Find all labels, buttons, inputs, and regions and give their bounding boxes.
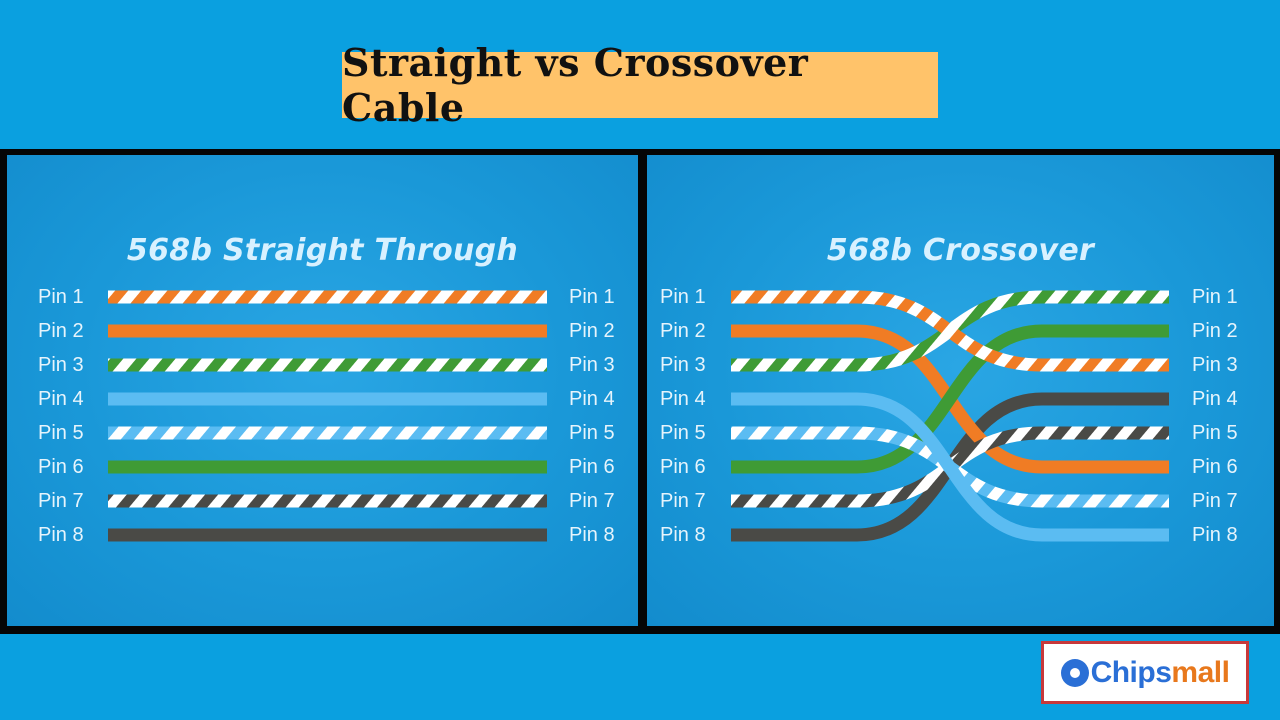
- pin-label-right-7: Pin 7: [569, 490, 615, 512]
- pin-label-right-4: Pin 4: [1192, 388, 1238, 410]
- crossover-wire-pin-1-to-3: [731, 290, 1169, 372]
- page-title: Straight vs Crossover Cable: [342, 40, 809, 130]
- straight-wires: [108, 290, 547, 542]
- pin-label-right-2: Pin 2: [569, 320, 615, 342]
- pin-label-left-5: Pin 5: [38, 422, 84, 444]
- wire-pin-4: [108, 392, 547, 406]
- wire-pin-6: [108, 460, 547, 474]
- wire-pin-8: [108, 528, 547, 542]
- pin-label-right-7: Pin 7: [1192, 490, 1238, 512]
- pin-label-right-1: Pin 1: [569, 286, 615, 308]
- wire-pin-3: [108, 358, 547, 372]
- pin-label-left-6: Pin 6: [38, 456, 84, 478]
- pin-label-right-5: Pin 5: [569, 422, 615, 444]
- pin-label-left-2: Pin 2: [38, 320, 84, 342]
- crossover-wire-pin-4-to-8: [731, 392, 1169, 542]
- pin-label-left-8: Pin 8: [38, 524, 84, 546]
- pin-label-right-2: Pin 2: [1192, 320, 1238, 342]
- pin-label-left-8: Pin 8: [660, 524, 706, 546]
- diagram-frame: 568b Straight Through Pin 1 Pin 2 Pin 3 Pin…: [0, 149, 1280, 634]
- pin-label-right-3: Pin 3: [569, 354, 615, 376]
- pin-label-left-3: Pin 3: [660, 354, 706, 376]
- chipsmall-logo: Chipsmall: [1041, 641, 1249, 704]
- pin-label-left-5: Pin 5: [660, 422, 706, 444]
- pin-label-left-7: Pin 7: [660, 490, 706, 512]
- pin-label-left-3: Pin 3: [38, 354, 84, 376]
- pin-label-right-4: Pin 4: [569, 388, 615, 410]
- pin-label-right-1: Pin 1: [1192, 286, 1238, 308]
- pin-label-right-5: Pin 5: [1192, 422, 1238, 444]
- globe-circuit-icon: [1060, 658, 1089, 687]
- pin-label-left-1: Pin 1: [38, 286, 84, 308]
- crossover-wire-pin-6-to-2: [731, 324, 1169, 474]
- pin-label-left-4: Pin 4: [38, 388, 84, 410]
- pin-label-left-2: Pin 2: [660, 320, 706, 342]
- pin-label-right-8: Pin 8: [569, 524, 615, 546]
- pin-label-right-8: Pin 8: [1192, 524, 1238, 546]
- pin-label-right-3: Pin 3: [1192, 354, 1238, 376]
- wire-pin-5: [108, 426, 547, 440]
- crossover-wires: [731, 290, 1169, 542]
- logo-text: Chipsmall: [1090, 655, 1230, 689]
- pin-label-left-6: Pin 6: [660, 456, 706, 478]
- crossover-title: 568b Crossover: [826, 233, 1095, 268]
- pin-label-right-6: Pin 6: [569, 456, 615, 478]
- pin-label-right-6: Pin 6: [1192, 456, 1238, 478]
- wire-pin-2: [108, 324, 547, 338]
- straight-through-title: 568b Straight Through: [126, 233, 519, 268]
- pin-label-left-1: Pin 1: [660, 286, 706, 308]
- crossover-panel: 568b Crossover Pin 1 Pin 2 Pin 3 Pin 4 Pin 5…: [647, 155, 1274, 626]
- title-banner: Straight vs Crossover Cable: [342, 40, 938, 130]
- straight-through-panel: 568b Straight Through Pin 1 Pin 2 Pin 3 Pin…: [7, 155, 638, 626]
- wire-pin-1: [108, 290, 547, 304]
- wire-pin-7: [108, 494, 547, 508]
- pin-label-left-4: Pin 4: [660, 388, 706, 410]
- pin-label-left-7: Pin 7: [38, 490, 84, 512]
